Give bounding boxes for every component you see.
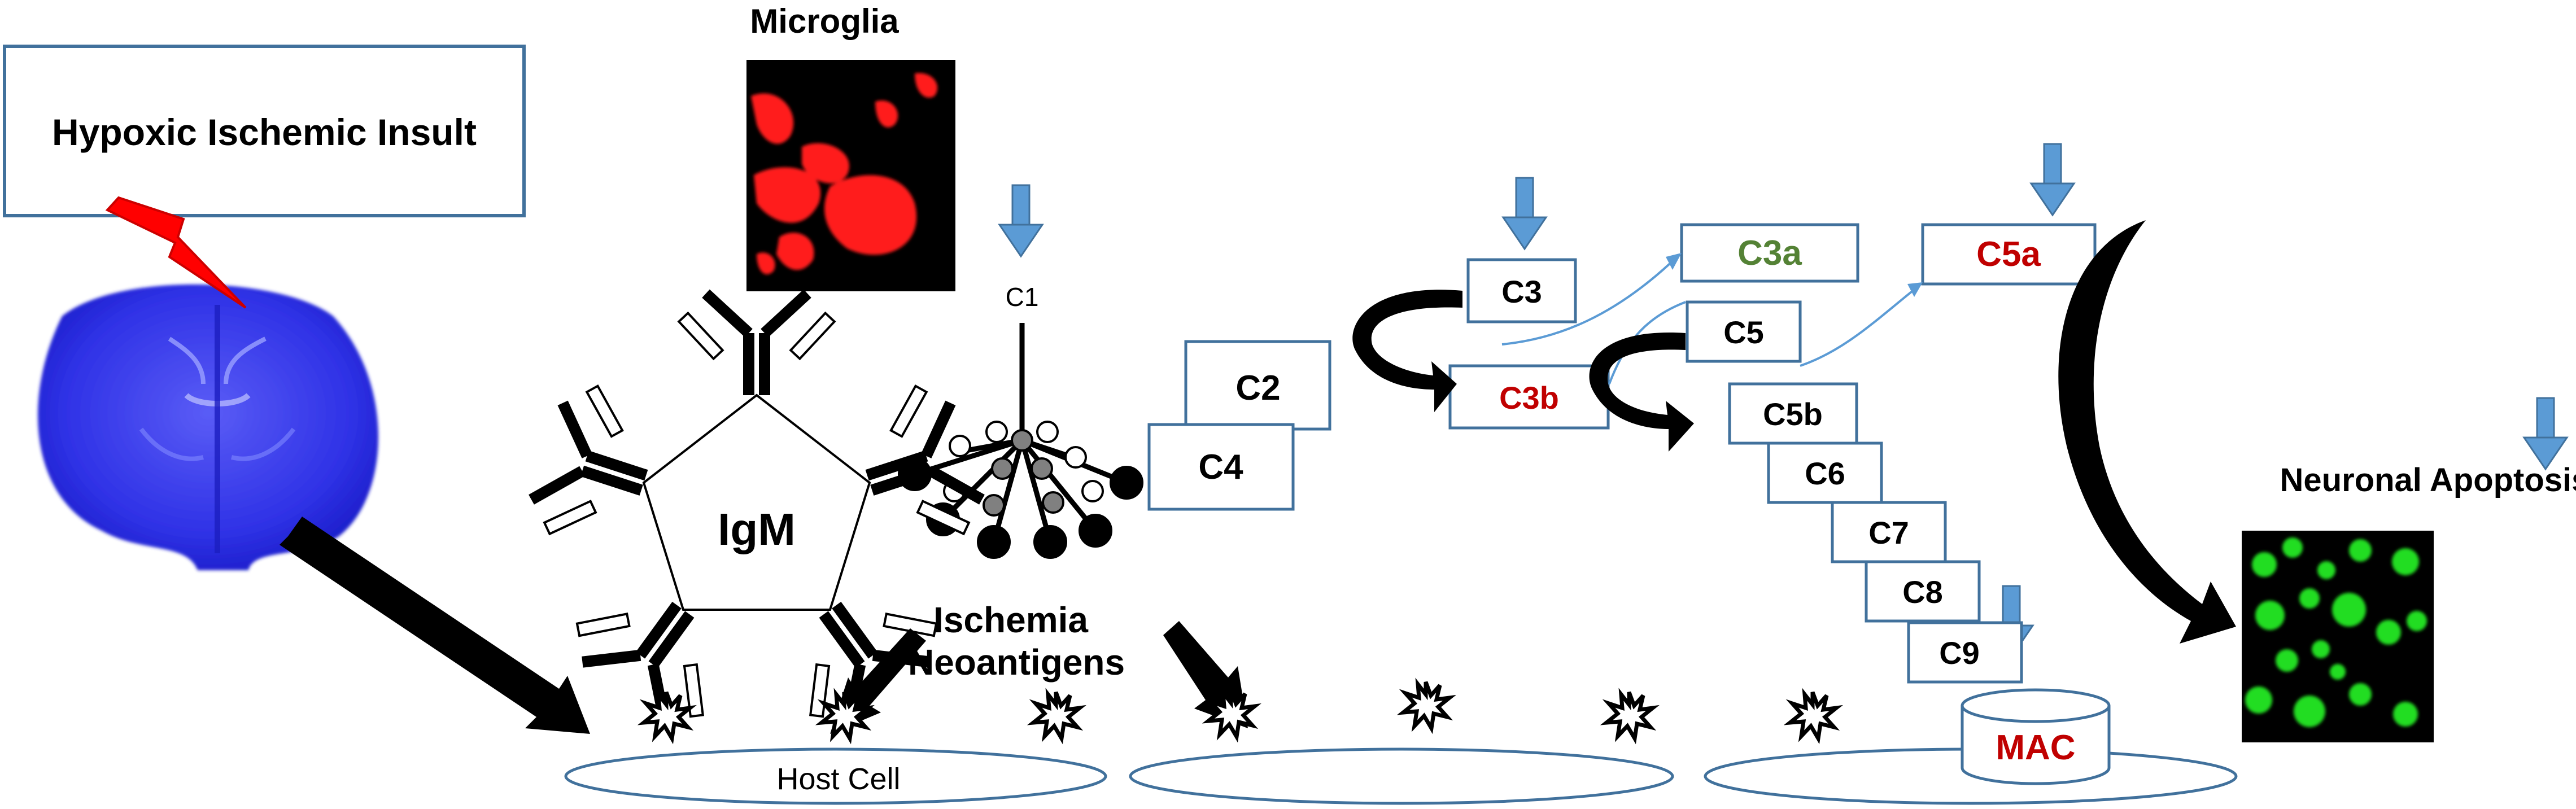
c3-box: C3 <box>1466 258 1577 323</box>
lightning-bolt-icon <box>105 196 247 309</box>
c1-label: C1 <box>1006 282 1039 312</box>
neoantigen-icon <box>1606 692 1653 738</box>
mac-pore: MAC <box>1961 688 2111 785</box>
c7-box: C7 <box>1831 501 1947 563</box>
blue-down-arrow-icon <box>998 184 1044 257</box>
svg-text:C8: C8 <box>1902 574 1943 610</box>
neoantigen-icon <box>1403 682 1449 728</box>
neoantigens-line1: Ischemia <box>933 600 1088 640</box>
mac-label: MAC <box>1996 728 2075 767</box>
svg-text:C5a: C5a <box>1976 235 2041 274</box>
svg-text:C3a: C3a <box>1737 234 1802 273</box>
brain-section-image <box>37 284 379 570</box>
c3b-box: C3b <box>1448 364 1610 430</box>
svg-text:C2: C2 <box>1235 369 1280 408</box>
c5b-box: C5b <box>1728 382 1858 445</box>
neoantigen-icon <box>1790 692 1836 738</box>
blue-down-arrow-icon <box>2030 143 2075 216</box>
c3a-box: C3a <box>1680 223 1859 283</box>
host-cell-membrane <box>1129 747 1674 805</box>
svg-text:C5: C5 <box>1723 314 1764 350</box>
blue-down-arrow-icon <box>2523 397 2568 470</box>
blue-down-arrow-icon <box>1502 177 1547 250</box>
igm-label: IgM <box>718 504 796 554</box>
svg-text:C6: C6 <box>1805 456 1845 491</box>
svg-text:C9: C9 <box>1939 635 1980 671</box>
svg-text:C3: C3 <box>1501 274 1542 309</box>
c9-box: C9 <box>1907 621 2023 684</box>
host-cell-membrane <box>564 747 1107 805</box>
host-cell-label: Host Cell <box>776 762 900 796</box>
c6-box: C6 <box>1767 441 1883 504</box>
insult-label: Hypoxic Ischemic Insult <box>52 111 477 153</box>
svg-text:C7: C7 <box>1868 515 1909 550</box>
cleavage-arrowheads <box>1666 253 1923 297</box>
c2-box: C2 <box>1184 340 1331 431</box>
insult-box: Hypoxic Ischemic Insult <box>3 45 526 217</box>
svg-text:C5b: C5b <box>1763 396 1823 432</box>
apoptosis-label: Neuronal Apoptosis <box>2280 462 2576 498</box>
c5a-box: C5a <box>1921 223 2097 286</box>
c4-box: C4 <box>1147 423 1295 511</box>
black-curved-arrows <box>1352 220 2236 644</box>
svg-text:C4: C4 <box>1198 448 1243 487</box>
cleavage-arrows <box>1501 256 1921 384</box>
neoantigen-icon <box>644 692 690 738</box>
neoantigens-line2: Neoantigens <box>908 642 1125 683</box>
microglia-label: Microglia <box>750 2 899 40</box>
apoptosis-image <box>2242 531 2434 742</box>
microglia-image <box>746 60 955 291</box>
svg-text:C3b: C3b <box>1499 380 1559 416</box>
c8-box: C8 <box>1865 560 1981 623</box>
c5-box: C5 <box>1686 300 1802 363</box>
neoantigen-icon <box>1033 692 1080 738</box>
